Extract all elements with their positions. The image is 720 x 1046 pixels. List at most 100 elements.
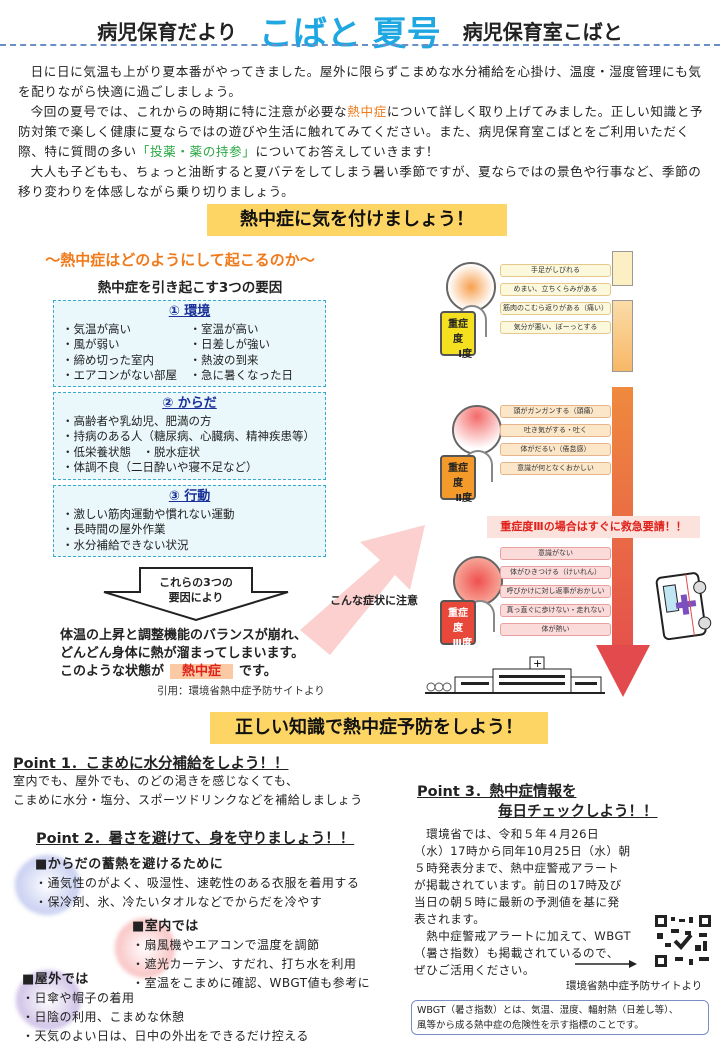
result-seg: です。 — [239, 664, 277, 679]
severity-bar-1a — [612, 251, 633, 286]
result-line: このような状態が熱中症です。 — [60, 663, 307, 681]
text-line: こまめに水分・塩分、スポーツドリンクなどを補給しましょう — [13, 793, 363, 807]
wbgt-note: WBGT（暑さ指数）とは、気温、湿度、輻射熱（日差し等）、 風等から成る熱中症の… — [411, 1000, 709, 1035]
text-line: ぜひご活用ください。 — [414, 963, 535, 977]
factor-item: ・低栄養状態 ・脱水症状 — [62, 444, 200, 459]
note-line: 風等から成る熱中症の危険性を示す指標のことです。 — [417, 1020, 644, 1031]
hospital-icon: + — [425, 656, 605, 694]
symptom: めまい、立ちくらみがある — [500, 283, 611, 296]
factor-item: ・水分補給できない状況 — [62, 537, 189, 552]
result-seg: このような状態が — [60, 664, 165, 679]
intro-p1: 日に日に気温も上がり夏本番がやってきました。屋外に限らずこまめな水分補給を心掛け… — [18, 64, 702, 99]
symptom: 体がだるい（倦怠感） — [500, 443, 611, 456]
newsletter-title: こばと 夏号 — [258, 14, 441, 54]
arrow-text-line: これらの3つの — [159, 576, 233, 589]
decor-circle-purple — [16, 970, 81, 1030]
arrow-text: これらの3つの 要因により — [140, 575, 252, 605]
level-label: Ⅰ度 — [458, 349, 472, 360]
outdoor-tips: ■屋外では ・日傘や帽子の着用 ・日陰の利用、こまめな休憩 ・天気のよい日は、日… — [22, 970, 309, 1046]
severity-level-2: 重症度 Ⅱ度 — [440, 455, 476, 504]
note-line: WBGT（暑さ指数）とは、気温、湿度、輻射熱（日差し等）、 — [417, 1005, 679, 1016]
section1-banner: 熱中症に気を付けましょう！ — [207, 204, 507, 236]
symptom: 筋肉のこむら返りがある（痛い） — [500, 302, 611, 315]
text-line: ５時発表分まで、熱中症警戒アラート — [414, 861, 620, 875]
text-line: 環境省では、令和５年４月26日 — [414, 827, 600, 841]
symptom: 意識が何となくおかしい — [500, 462, 611, 475]
svg-text:+: + — [533, 657, 542, 670]
tip-item: ・天気のよい日は、日中の外出をできるだけ控える — [22, 1029, 309, 1043]
symptom: 体がひきつける（けいれん） — [500, 566, 611, 579]
factor-item: ・持病のある人（糖尿病、心臓病、精神疾患等） — [62, 429, 315, 443]
factor-item: ・体調不良（二日酔いや寝不足など） — [62, 460, 258, 474]
factor-box-behavior: ③ 行動 ・激しい筋肉運動や慣れない運動 ・長時間の屋外作業 ・水分補給できない… — [53, 485, 326, 557]
factor-item: ・風が弱い — [62, 337, 120, 351]
severity-bar-1b — [612, 300, 633, 372]
intro-text-seg: についてお答えしていきます！ — [255, 144, 440, 159]
citation: 引用：環境省熱中症予防サイトより — [157, 685, 325, 697]
point2-title: Point 2．暑さを避けて、身を守りましょう！！ — [36, 831, 355, 847]
level-label: Ⅲ度 — [452, 638, 472, 649]
factor-item: ・気温が高い — [62, 321, 131, 336]
highlight-medicine: 「投薬・薬の持参」 — [136, 144, 256, 159]
face-pain-icon — [452, 405, 502, 455]
newsletter-header: 病児保育だよりこばと 夏号病児保育室こばと — [0, 6, 720, 54]
tip-item: ・遮光カーテン、すだれ、打ち水を利用 — [132, 957, 357, 971]
symptom: 呼びかけに対し返事がおかしい — [500, 585, 611, 598]
section2-banner: 正しい知識で熱中症予防をしよう！ — [210, 712, 548, 744]
symptom: 手足がしびれる — [500, 264, 611, 277]
text-line: 表されます。 — [414, 912, 486, 926]
header-divider — [0, 44, 720, 46]
symptom: 気分が悪い、ぼーっとする — [500, 321, 611, 334]
factor-item: ・高齢者や乳幼児、肥満の方 — [62, 413, 212, 428]
text-line: 熱中症警戒アラートに加えて、WBGT — [414, 929, 632, 943]
level-label: Ⅱ度 — [455, 493, 472, 504]
arrow-right-icon — [575, 960, 637, 968]
caution-label: こんな症状に注意 — [330, 594, 418, 607]
tip-item: ・通気性のがよく、吸湿性、速乾性のある衣服を着用する — [35, 876, 360, 890]
symptom: 真っ直ぐに歩けない・走れない — [500, 604, 611, 617]
result-text: 体温の上昇と調整機能のバランスが崩れ、 どんどん身体に熱が溜まってしまいます。 … — [60, 627, 307, 681]
qr-code[interactable] — [655, 915, 711, 967]
intro-p2: 今回の夏号では、これからの時期に特に注意が必要な熱中症について詳しく取り上げてみ… — [18, 102, 708, 162]
text-line: が掲載されています。前日の17時及び — [414, 878, 622, 892]
ambulance-icon — [655, 572, 712, 641]
text-line: （水）17時から同年10月25日（水）朝 — [414, 844, 631, 858]
tip-heading: ■からだの蓄熱を避けるために — [35, 857, 224, 872]
factor-item: ・室温が高い — [189, 321, 259, 336]
highlight-heatstroke: 熱中症 — [347, 104, 387, 119]
symptom: 頭がガンガンする（頭痛） — [500, 405, 611, 418]
tip-item: ・扇風機やエアコンで温度を調節 — [132, 938, 320, 952]
intro-text: 日に日に気温も上がり夏本番がやってきました。屋外に限らずこまめな水分補給を心掛け… — [18, 62, 708, 202]
tip-item: ・室温をこまめに確認、WBGT値も参考に — [132, 976, 371, 990]
body-heat-tips: ■からだの蓄熱を避けるために ・通気性のがよく、吸湿性、速乾性のある衣服を着用す… — [35, 855, 359, 912]
cause-subtitle: ～熱中症はどのようにして起こるのか～ — [45, 251, 315, 269]
emergency-warning: 重症度Ⅲの場合はすぐに救急要請！！ — [487, 516, 700, 538]
point3-title-2: 毎日チェックしよう！！ — [498, 804, 658, 820]
level-label: 重症度 — [448, 463, 468, 489]
factor-box-environment: ① 環境 ・気温が高い・室温が高い ・風が弱い・日差しが強い ・締め切った室内・… — [53, 300, 326, 387]
symptom: 吐き気がする・吐く — [500, 424, 611, 437]
factor-item: ・日差しが強い — [189, 337, 271, 351]
header-left: 病児保育だより — [97, 20, 237, 44]
point3-text: 環境省では、令和５年４月26日 （水）17時から同年10月25日（水）朝 ５時発… — [414, 826, 631, 979]
face-unconscious-icon — [453, 556, 503, 606]
indoor-tips: ■室内では ・扇風機やエアコンで温度を調節 ・遮光カーテン、すだれ、打ち水を利用… — [132, 917, 370, 993]
point1-text: 室内でも、屋外でも、のどの渇きを感じなくても、 こまめに水分・塩分、スポーツドリ… — [13, 772, 363, 810]
factor-item: ・エアコンがない部屋 — [62, 368, 177, 382]
factor-title: ② からだ — [162, 396, 217, 411]
diagonal-arrow — [300, 525, 425, 655]
factors-title: 熱中症を引き起こす3つの要因 — [97, 280, 283, 296]
factor-item: ・激しい筋肉運動や慣れない運動 — [62, 506, 235, 521]
level-label: 重症度 — [448, 608, 468, 634]
severity-arrow-head — [596, 645, 650, 697]
factor-item: ・締め切った室内 — [62, 352, 154, 367]
tip-item: ・日傘や帽子の着用 — [22, 991, 135, 1005]
tip-heading: ■室内では — [132, 919, 199, 934]
point3-title-1: Point 3．熱中症情報を — [417, 784, 577, 800]
severity-level-3: 重症度 Ⅲ度 — [440, 600, 476, 649]
factor-title: ③ 行動 — [168, 489, 211, 504]
tip-item: ・保冷剤、氷、冷たいタオルなどでからだを冷やす — [35, 895, 323, 909]
result-line: どんどん身体に熱が溜まってしまいます。 — [60, 646, 305, 661]
highlight-heatstroke: 熱中症 — [170, 664, 234, 679]
